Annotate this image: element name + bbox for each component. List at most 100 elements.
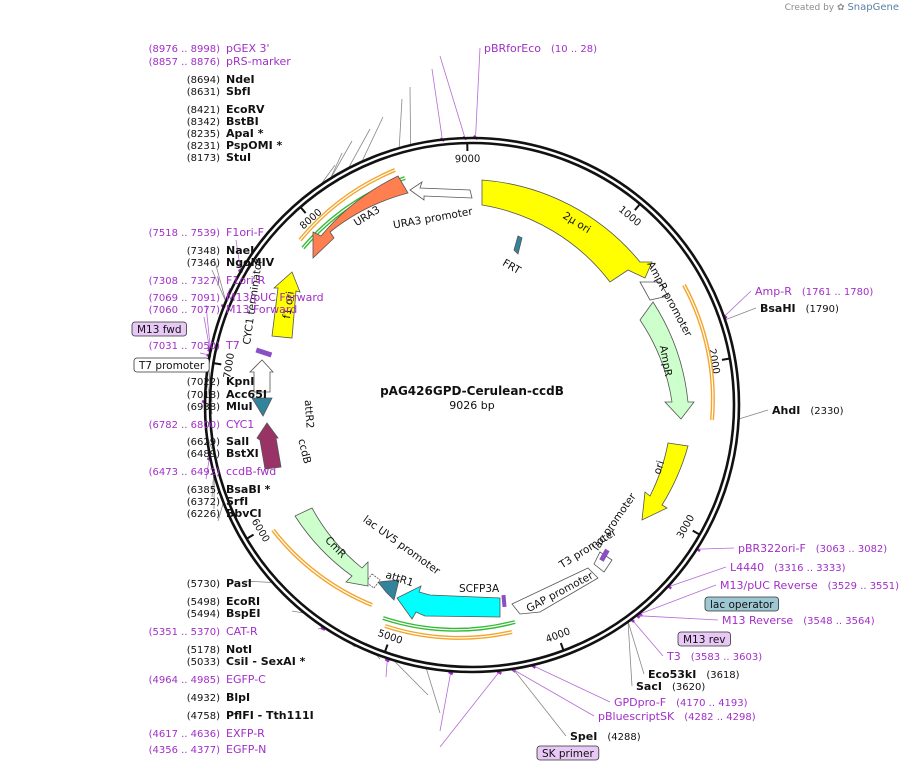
site-mlui[interactable]: (6938)MluI (187, 400, 253, 413)
site-spei[interactable]: SpeI(4288) (570, 730, 641, 743)
site-prs-marker[interactable]: (8857 .. 8876)pRS-marker (149, 55, 292, 68)
boxed-sk-primer[interactable]: SK primer (536, 745, 600, 761)
site-name: BspEI (226, 607, 260, 620)
site-pbrforeco[interactable]: pBRforEco(10 .. 28) (484, 42, 597, 55)
site-bsabi[interactable]: (6385)BsaBI * (187, 483, 271, 496)
site-name: M13 Reverse (722, 614, 793, 627)
site-markers (255, 347, 610, 608)
primer-tick (320, 626, 326, 631)
site-ahdi[interactable]: AhdI(2330) (772, 404, 844, 417)
site-csii-sexai[interactable]: (5033)CsiI - SexAI * (187, 655, 306, 668)
boxed-t7-promoter[interactable]: T7 promoter (133, 357, 210, 373)
site-position: (5351 .. 5370) (149, 627, 221, 638)
site-m13-puc-reverse[interactable]: M13/pUC Reverse(3529 .. 3551) (720, 579, 899, 592)
site-stui[interactable]: (8173)StuI (187, 151, 251, 164)
site-ccdb-fwd[interactable]: (6473 .. 6492)ccdB-fwd (149, 465, 277, 478)
label-f1-ori: f1 ori (281, 291, 297, 320)
orf-arcs (271, 168, 715, 640)
site-position: (4170 .. 4193) (676, 698, 748, 709)
site-ndei[interactable]: (8694)NdeI (187, 73, 255, 86)
site-acc65i[interactable]: (7018)Acc65I (187, 388, 267, 401)
tick-5000 (383, 644, 389, 653)
site-eco53ki[interactable]: Eco53kI(3618) (648, 668, 740, 681)
site-exfp-r[interactable]: (4617 .. 4636)EXFP-R (149, 727, 266, 740)
feature-ampr (639, 301, 695, 420)
site-cyc1[interactable]: (6782 .. 6800)CYC1 (149, 418, 255, 431)
label-ura3-promoter: URA3 promoter (392, 206, 474, 232)
site-m13-reverse[interactable]: M13 Reverse(3548 .. 3564) (722, 614, 875, 627)
site-f1ori-f[interactable]: (7518 .. 7539)F1ori-F (149, 226, 264, 239)
leader-line (439, 672, 452, 732)
site-bstxi[interactable]: (6489)BstXI (187, 447, 259, 460)
leader-line (394, 661, 429, 696)
site-position: (5498) (187, 597, 220, 608)
site-naei[interactable]: (7348)NaeI (187, 244, 254, 257)
boxed-m13-fwd[interactable]: M13 fwd (131, 321, 187, 337)
site-noti[interactable]: (5178)NotI (187, 643, 252, 656)
site-position: (8231) (187, 141, 220, 152)
site-l4440[interactable]: L4440(3316 .. 3333) (730, 561, 846, 574)
site-name: MluI (226, 400, 253, 413)
site-egfp-n[interactable]: (4356 .. 4377)EGFP-N (149, 743, 267, 756)
site-name: PflFI - Tth111I (226, 709, 314, 722)
label-ccdb: ccdB (295, 438, 313, 466)
site-f1ori-r[interactable]: (7308 .. 7327)F1ori-R (149, 274, 266, 287)
boxed-lac-operator[interactable]: lac operator (704, 596, 780, 612)
site-srfi[interactable]: (6372)SrfI (187, 495, 249, 508)
site-bspei[interactable]: (5494)BspEI (187, 607, 261, 620)
leader-line (533, 665, 611, 703)
site-position: (4282 .. 4298) (684, 712, 756, 723)
site-saci[interactable]: SacI(3620) (636, 680, 705, 693)
site-pspomi[interactable]: (8231)PspOMI * (187, 139, 283, 152)
site-pasi[interactable]: (5730)PasI (187, 577, 252, 590)
leader-line (439, 671, 500, 748)
site-position: (4288) (607, 732, 640, 743)
site-bstbi[interactable]: (8342)BstBI (187, 115, 259, 128)
site-ecorv[interactable]: (8421)EcoRV (187, 103, 265, 116)
site-gpdpro-f[interactable]: GPDpro-F(4170 .. 4193) (614, 696, 748, 709)
site-name: pBR322ori-F (738, 542, 806, 555)
leader-line (213, 257, 226, 301)
site-t3[interactable]: T3(3583 .. 3603) (666, 650, 762, 663)
feature-frt (513, 235, 523, 255)
feature-cyc1-terminator (249, 359, 274, 393)
site-blpi[interactable]: (4932)BlpI (187, 691, 250, 704)
site-amp-r[interactable]: Amp-R(1761 .. 1780) (755, 285, 873, 298)
site-m13-forward[interactable]: (7060 .. 7077)M13 Forward (149, 303, 298, 316)
site-name: SbfI (226, 85, 251, 98)
right-site-labels: pBRforEco(10 .. 28) Amp-R(1761 .. 1780) Bs… (484, 42, 899, 743)
feature-ura3 (312, 175, 409, 259)
site-egfp-c[interactable]: (4964 .. 4985)EGFP-C (149, 673, 267, 686)
site-ngomiv[interactable]: (7346)NgoMIV (187, 256, 275, 269)
feature-ura3-promoter (409, 181, 473, 201)
site-apai[interactable]: (8235)ApaI * (187, 127, 264, 140)
site-position: (3583 .. 3603) (691, 652, 763, 663)
site-t7[interactable]: (7031 .. 7050)T7 (149, 339, 240, 352)
leader-line (697, 547, 735, 550)
site-pflfi-tth111i[interactable]: (4758)PflFI - Tth111I (187, 709, 314, 722)
tick-3000 (692, 529, 701, 536)
site-name: EGFP-N (226, 743, 266, 756)
leader-line (627, 622, 645, 675)
site-cat-r[interactable]: (5351 .. 5370)CAT-R (149, 625, 258, 638)
site-sbfi[interactable]: (8631)SbfI (187, 85, 251, 98)
label-scfp3a: SCFP3A (459, 583, 500, 595)
site-sali[interactable]: (6629)SalI (187, 435, 249, 448)
site-ecori[interactable]: (5498)EcoRI (187, 595, 260, 608)
boxed-m13-rev[interactable]: M13 rev (677, 631, 731, 647)
site-kpni[interactable]: (7022)KpnI (187, 375, 255, 388)
site-bsahi[interactable]: BsaHI(1790) (760, 302, 839, 315)
site-m13-puc-forward[interactable]: (7069 .. 7091)M13/pUC Forward (149, 291, 324, 304)
site-bbvci[interactable]: (6226)BbvCI (187, 507, 262, 520)
leader-line (631, 619, 664, 657)
site-name: pBluescriptSK (598, 710, 675, 723)
label-attr2: attR2 (302, 399, 316, 428)
site-pbluescriptsk[interactable]: pBluescriptSK (4282 .. 4298) (598, 710, 756, 723)
site-name: EcoRV (226, 103, 265, 116)
site-pgex-3[interactable]: (8976 .. 8998)pGEX 3' (149, 42, 270, 55)
site-pbr322ori-f[interactable]: pBR322ori-F(3063 .. 3082) (738, 542, 887, 555)
site-name: M13/pUC Reverse (720, 579, 818, 592)
site-name: BsaBI * (226, 483, 271, 496)
site-name: BlpI (226, 691, 250, 704)
